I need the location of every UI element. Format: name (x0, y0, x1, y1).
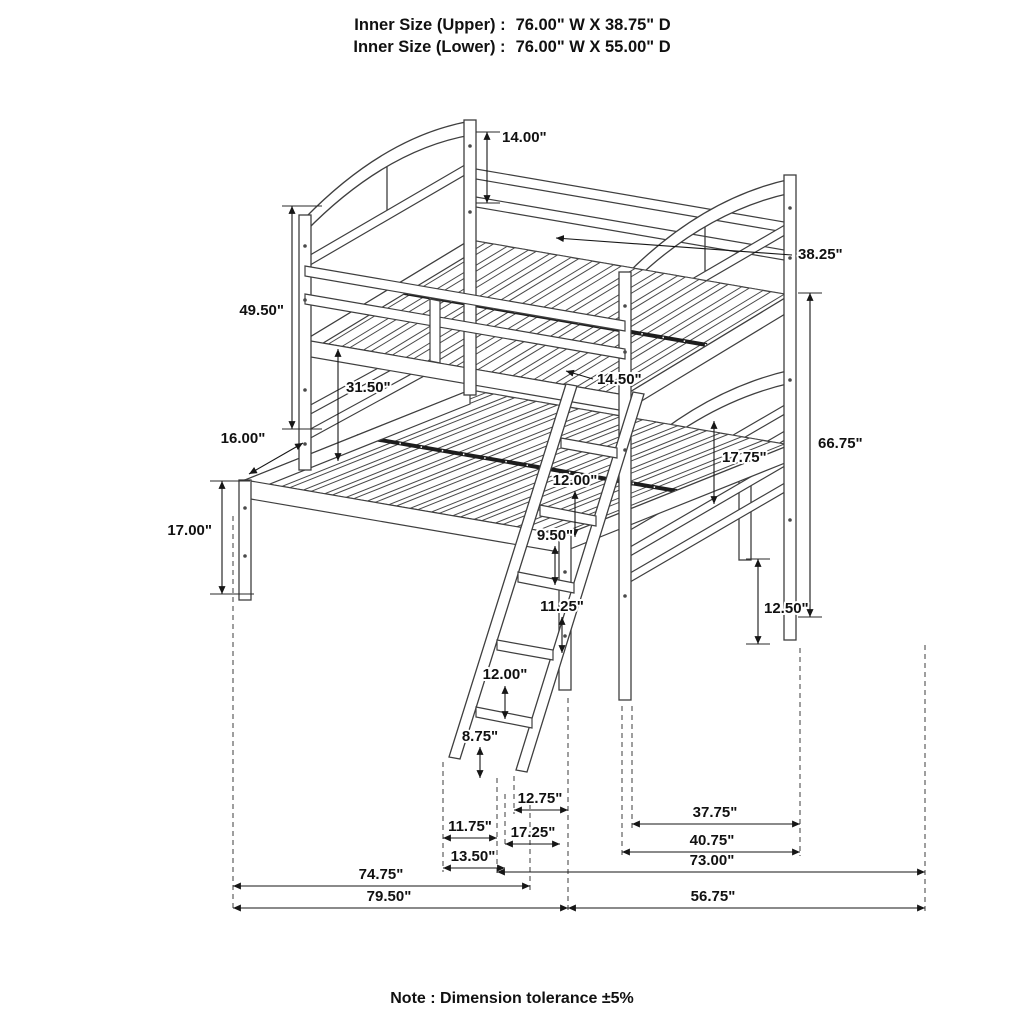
dim-label-ladder-step-5: 8.75" (462, 728, 498, 745)
inner-size-upper-value: 76.00" W X 38.75" D (515, 16, 671, 34)
ladder-step (475, 706, 533, 729)
ladder (448, 383, 645, 773)
dim-label-right-span: 56.75" (691, 888, 736, 905)
dim-label-lower-overhang-depth: 16.00" (221, 430, 266, 447)
ladder-left-rail (448, 383, 578, 760)
inner-size-upper-label: Inner Size (Upper) : (354, 16, 506, 34)
rear-head-post (463, 119, 477, 396)
guardrail-support (429, 298, 441, 364)
dim-label-ladder-foot-inset: 11.75" (448, 818, 492, 835)
dim-label-lower-inner-length: 74.75" (359, 866, 404, 883)
dim-label-upper-length: 73.00" (690, 852, 735, 869)
dim-label-ladder-base-width: 13.50" (451, 848, 496, 865)
dim-label-ladder-step-1: 12.00" (553, 472, 598, 489)
front-guardrails (304, 265, 626, 364)
dim-label-lower-overall-length: 79.50" (367, 888, 412, 905)
dim-label-upper-slat-width: 38.25" (798, 246, 843, 263)
front-foot-post (618, 271, 632, 701)
ladder-right-rail (515, 391, 645, 773)
dim-label-ladder-spread: 17.25" (511, 824, 556, 841)
dim-label-top-panel-height: 14.00" (502, 129, 547, 146)
dim-label-lower-foot-panel-height: 12.50" (764, 600, 809, 617)
inner-size-lower-value: 76.00" W X 55.00" D (515, 38, 671, 56)
ladder-step (496, 639, 554, 661)
dim-label-ladder-step-2: 9.50" (537, 527, 573, 544)
front-head-post (298, 214, 312, 471)
dimension-labels: 14.00" 38.25" 49.50" 31.50" 14.50" 16.00… (165, 127, 864, 907)
dim-label-upper-deck-edge: 14.50" (597, 371, 642, 388)
dim-label-bunk-gap-height: 31.50" (346, 379, 391, 396)
dim-label-upper-structure-height: 49.50" (239, 302, 284, 319)
dim-label-ladder-top-offset: 12.75" (518, 790, 563, 807)
dim-label-ladder-step-4: 12.00" (483, 666, 528, 683)
dim-label-foot-depth-inner: 37.75" (693, 804, 738, 821)
front-guardrail-top (304, 265, 626, 332)
dim-label-lower-leg-height: 17.00" (167, 522, 212, 539)
inner-size-header: Inner Size (Upper) : 76.00" W X 38.75" D… (0, 16, 1024, 57)
dim-label-ladder-step-3: 11.25" (540, 598, 584, 615)
lower-front-left-leg (238, 479, 252, 601)
dim-label-foot-depth-outer: 40.75" (690, 832, 735, 849)
rear-foot-post (783, 174, 797, 641)
posts (238, 119, 797, 701)
inner-size-lower-label: Inner Size (Lower) : (353, 38, 506, 56)
dim-label-upper-foot-panel-height: 17.75" (722, 449, 767, 466)
tolerance-note: Note : Dimension tolerance ±5% (390, 990, 634, 1007)
ladder-step (560, 437, 618, 459)
dimension-lines (218, 132, 925, 912)
dim-label-overall-height: 66.75" (818, 435, 863, 452)
